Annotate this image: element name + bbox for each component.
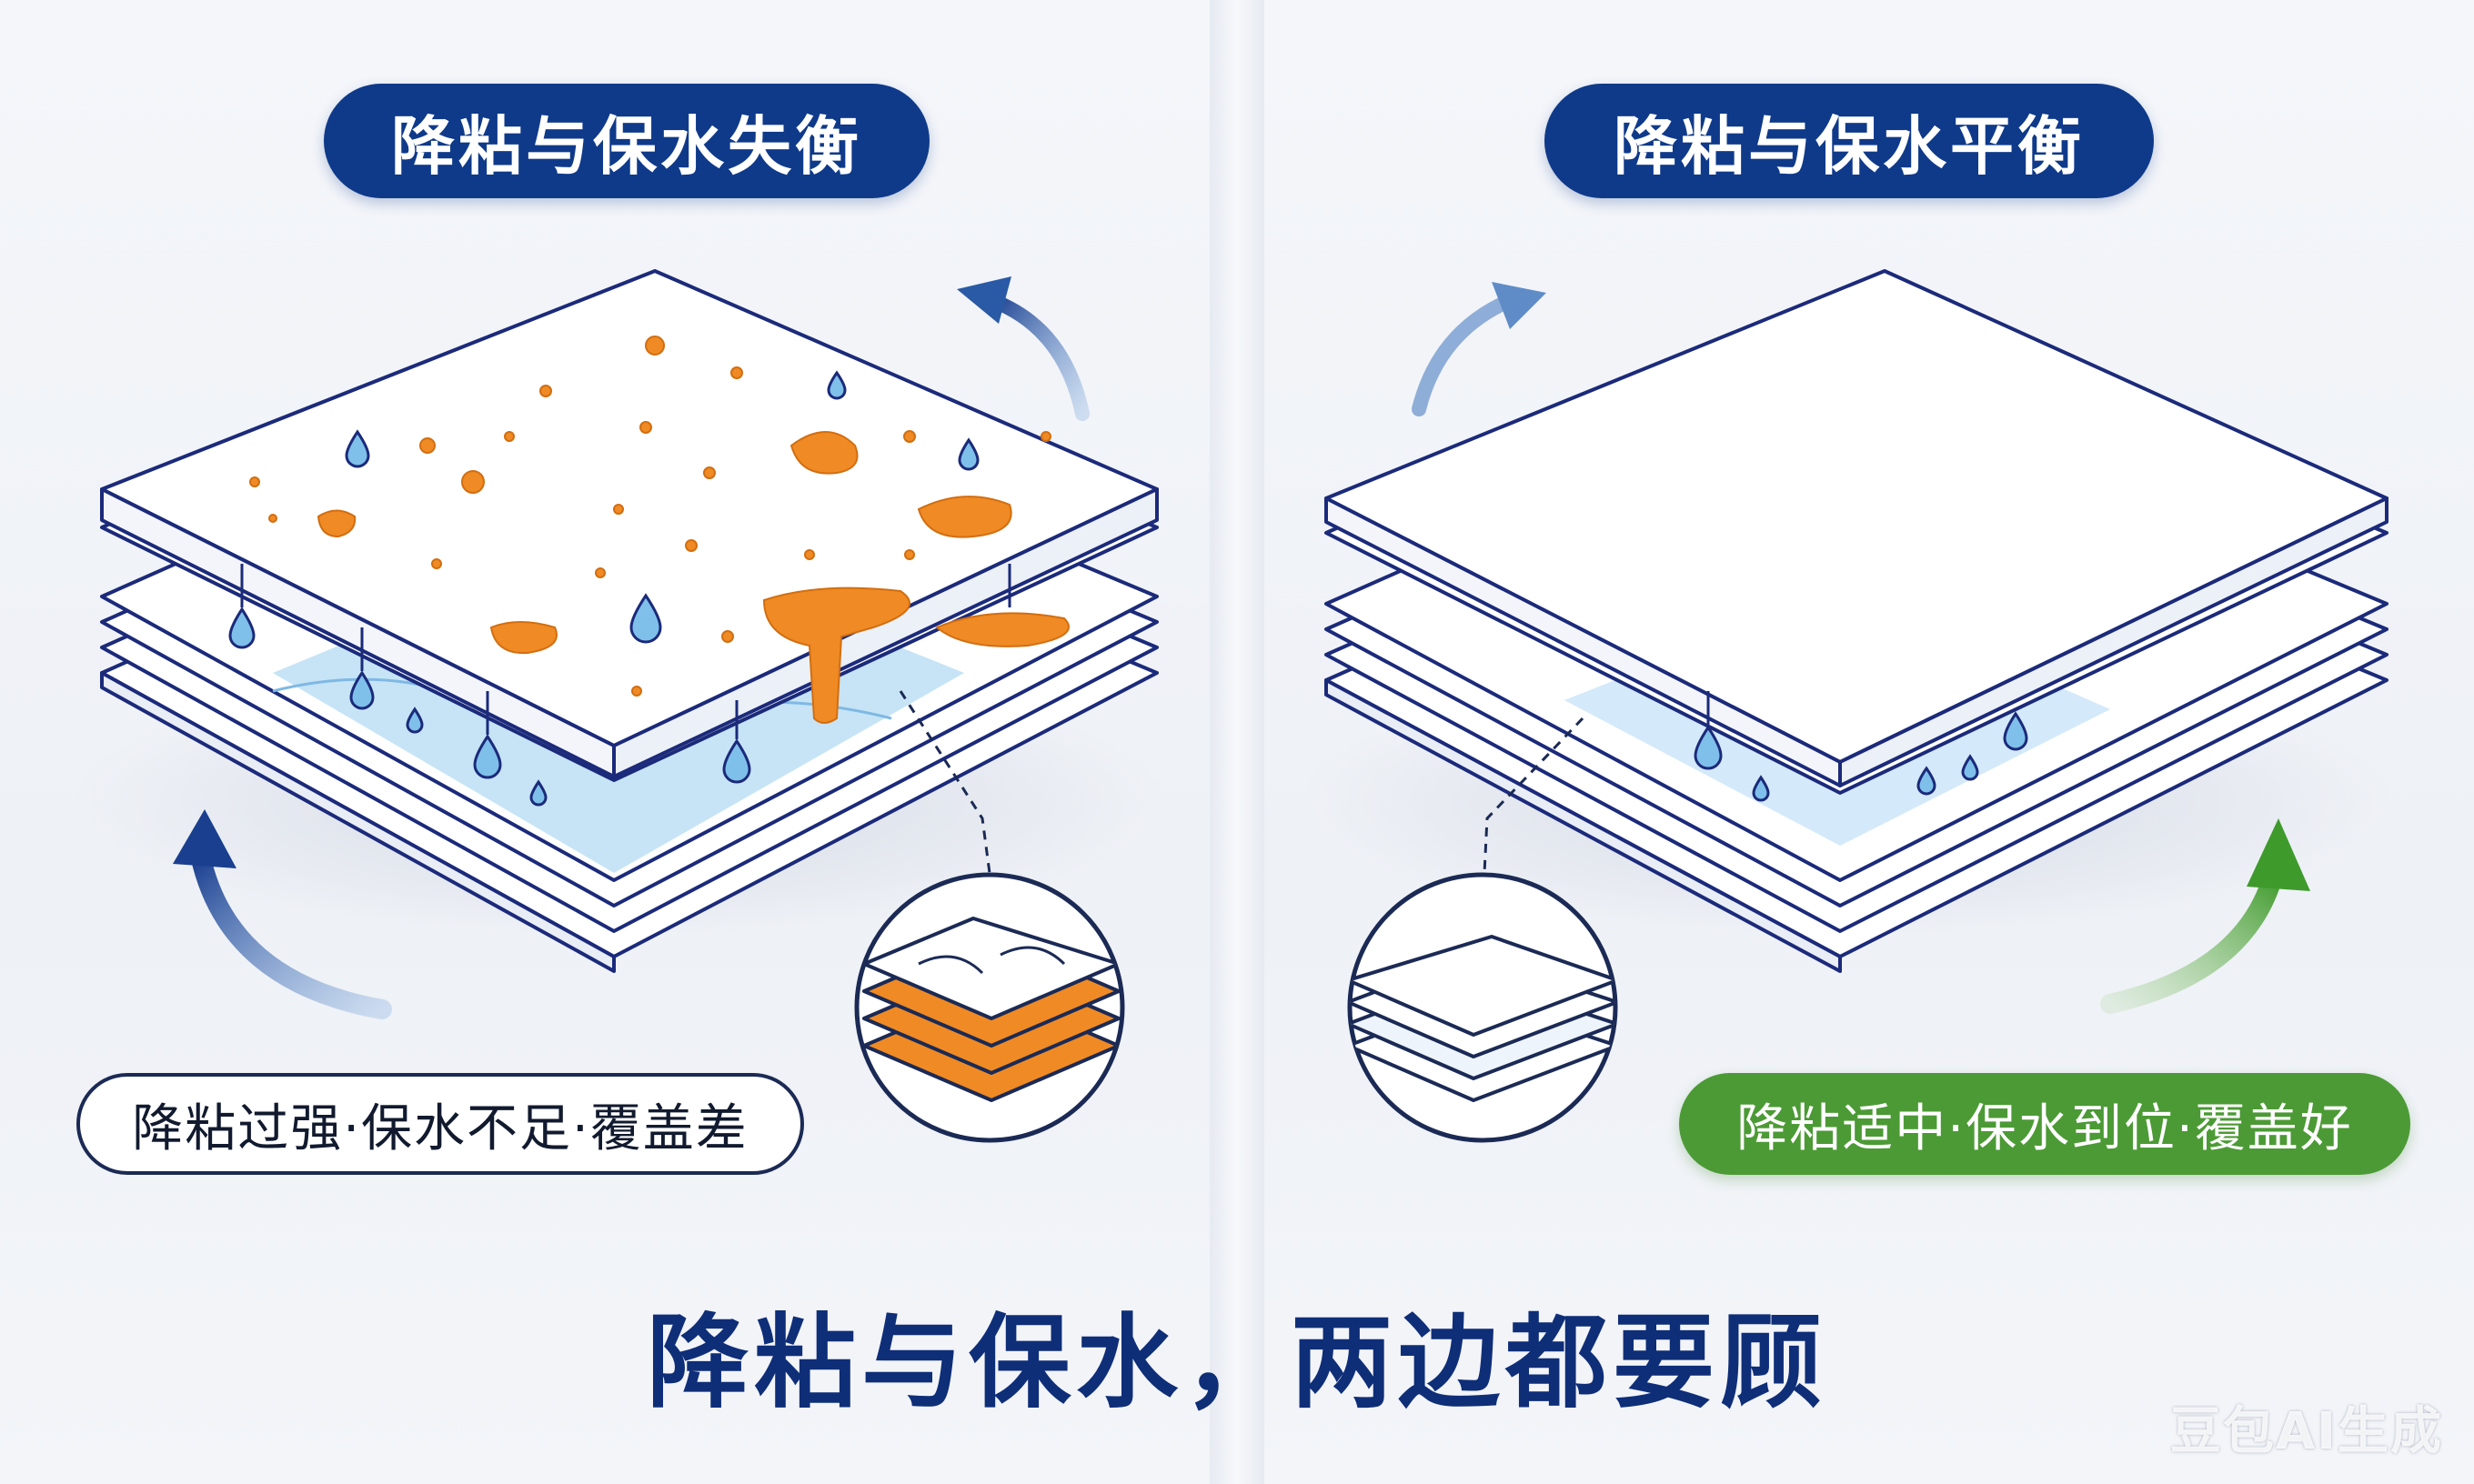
water-drop-icon xyxy=(827,370,847,400)
water-drop-icon xyxy=(406,707,424,734)
water-drop-icon xyxy=(1752,775,1770,802)
right-layer-stack xyxy=(1301,269,2392,973)
water-drop-icon xyxy=(228,607,256,649)
magnifier-circle-icon xyxy=(854,872,1125,1143)
water-drop-icon xyxy=(722,738,751,784)
left-status-label: 降粘过强·保水不足·覆盖差 xyxy=(76,1073,804,1175)
left-orange-marks xyxy=(249,336,1070,724)
water-drop-icon xyxy=(473,734,502,779)
water-drop-icon xyxy=(529,779,548,807)
water-drop-icon xyxy=(345,429,370,468)
water-drop-icon xyxy=(1916,766,1936,796)
footer-headline: 降粘与保水，两边都要顾 xyxy=(647,1304,1827,1422)
curved-arrow-icon xyxy=(957,276,1090,421)
water-drop-icon xyxy=(1961,754,1979,781)
left-water-drops xyxy=(228,370,980,807)
curved-arrow-icon xyxy=(173,809,392,1019)
right-status-label: 降粘适中·保水到位·覆盖好 xyxy=(1679,1073,2410,1175)
left-layer-stack xyxy=(73,269,1164,973)
water-drop-icon xyxy=(349,670,375,710)
watermark: 豆包AI生成 xyxy=(2169,1402,2443,1461)
water-drop-icon xyxy=(2003,711,2028,751)
curved-arrow-icon xyxy=(2100,818,2310,1014)
water-drop-icon xyxy=(1694,725,1723,770)
water-drop-icon xyxy=(629,593,662,644)
panel-divider xyxy=(1210,0,1264,1484)
left-title: 降粘与保水失衡 xyxy=(324,84,930,198)
curved-arrow-icon xyxy=(1412,282,1546,416)
right-water-drops xyxy=(1694,711,2028,802)
magnifier-circle-icon xyxy=(1347,872,1618,1143)
water-drop-icon xyxy=(958,437,980,471)
right-title: 降粘与保水平衡 xyxy=(1544,84,2154,198)
